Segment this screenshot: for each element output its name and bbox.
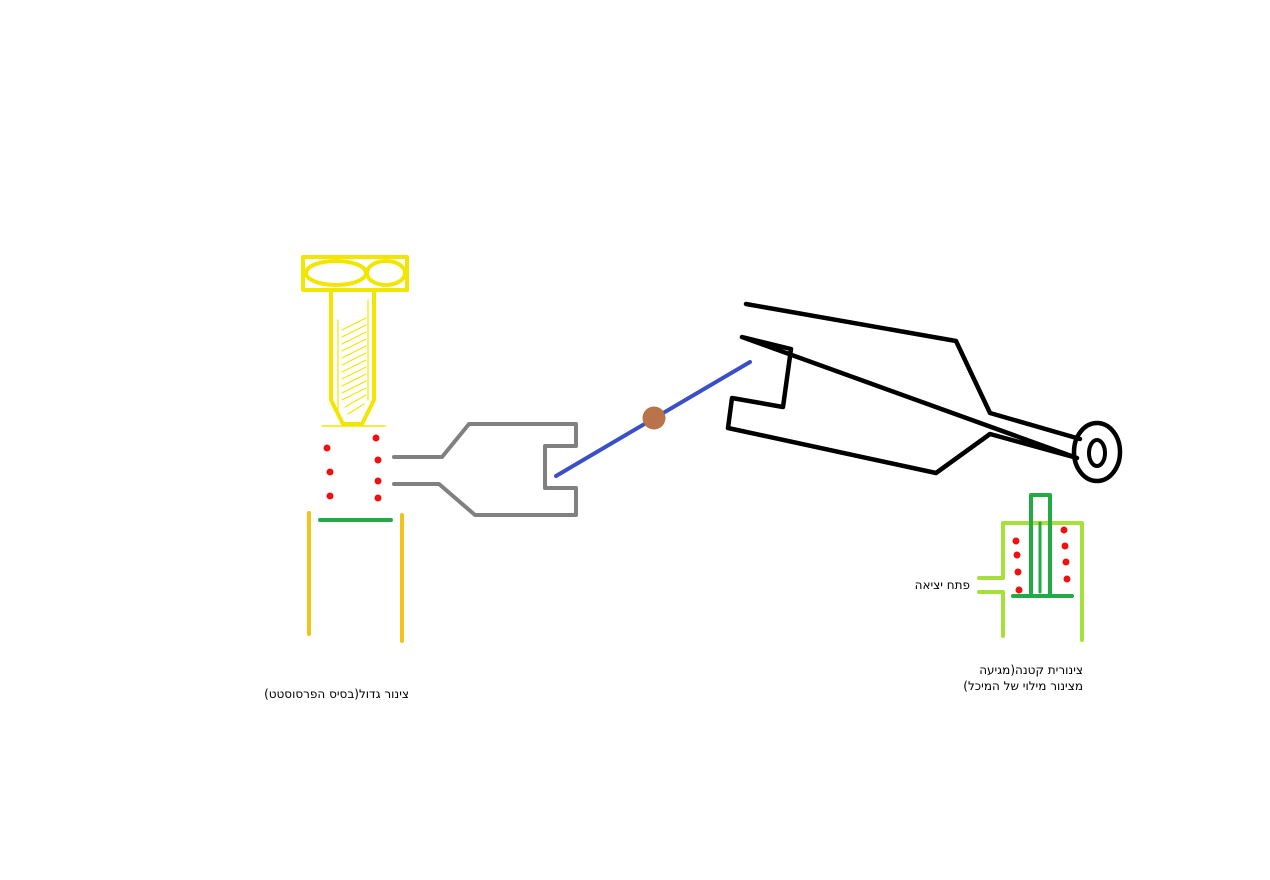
- big-tube: [307, 511, 404, 643]
- big-tube-spring-dots: [323, 434, 382, 502]
- screw-shank: [329, 288, 376, 426]
- small-tube-label-line1: צינורית קטנה(מגיעה: [979, 663, 1083, 677]
- small-tube: [977, 493, 1084, 642]
- big-tube-label: צינור גדול(בסיס הפרסוסטט): [264, 687, 409, 701]
- screw-head: [301, 255, 409, 292]
- small-tube-outer: [977, 521, 1084, 642]
- lever-ring-inner: [1087, 438, 1107, 468]
- screw-head-oval-left: [304, 259, 368, 287]
- small-tube-label-line2: מצינור מילוי של המיכל): [963, 679, 1083, 693]
- small-tube-spring-dots: [1012, 526, 1071, 594]
- screw-thread: [337, 299, 369, 415]
- bottle-lever: [725, 301, 1083, 476]
- screw: [301, 255, 409, 427]
- screw-head-oval-right: [365, 259, 407, 287]
- outlet-label: פתח יציאה: [914, 578, 970, 592]
- pivot: [642, 406, 666, 430]
- small-tube-piston: [1029, 493, 1052, 596]
- gray-connector: [392, 422, 578, 517]
- lever-ring-outer: [1071, 420, 1123, 484]
